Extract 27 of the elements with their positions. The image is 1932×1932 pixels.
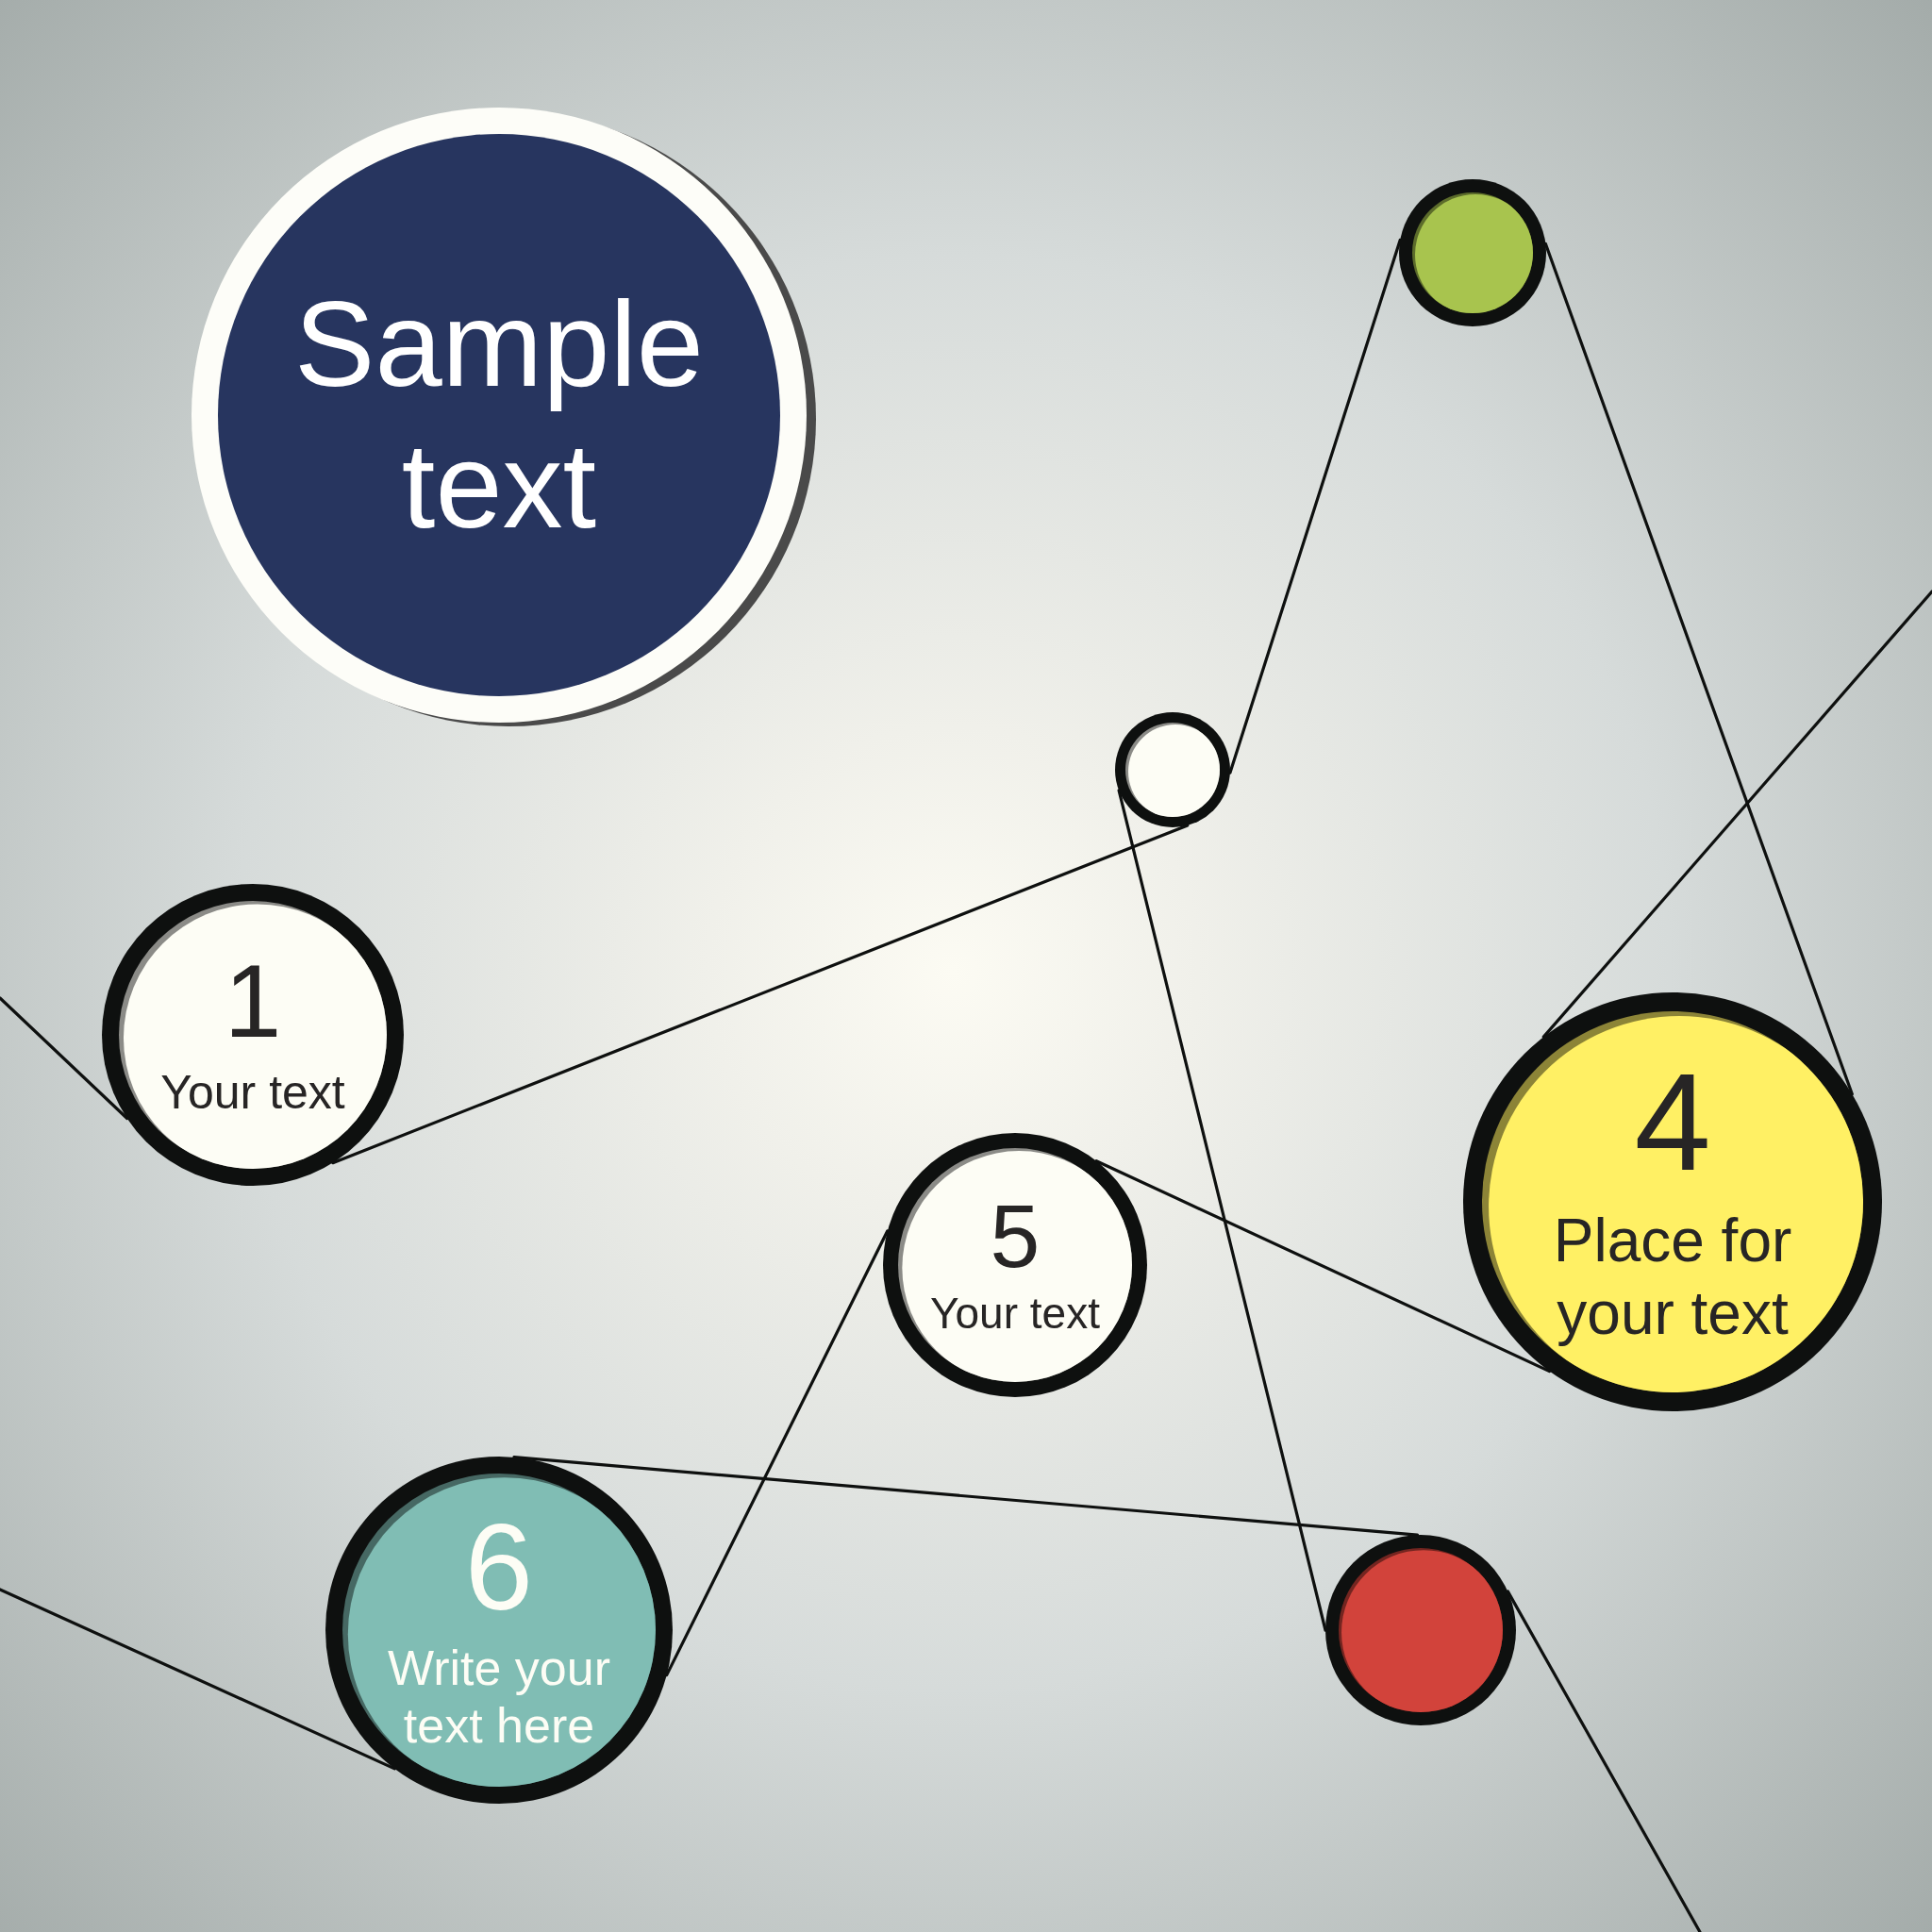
connector-line	[665, 1229, 890, 1677]
connector-line	[512, 1456, 1420, 1537]
circle-node	[1325, 1535, 1516, 1725]
circle-node	[1463, 992, 1882, 1411]
circle-node	[325, 1457, 673, 1804]
step-text: Your text	[930, 1289, 1100, 1339]
step-number: 4	[1634, 1054, 1711, 1192]
step-text: Your text	[160, 1065, 345, 1121]
step-text: Write your text here	[387, 1640, 611, 1755]
step-number: 6	[464, 1506, 534, 1629]
circle-node	[102, 884, 404, 1186]
heading-text: Sample text	[293, 275, 705, 555]
connector-line	[0, 1588, 396, 1771]
step-number: 1	[224, 949, 282, 1053]
connector-line	[1541, 590, 1932, 1039]
circle-node	[1399, 179, 1546, 326]
connector-line	[1228, 238, 1402, 774]
connector-line	[1117, 789, 1327, 1632]
circle-node	[1115, 712, 1230, 827]
circle-node	[883, 1133, 1147, 1397]
step-number: 5	[990, 1191, 1041, 1282]
step-text: Place for your text	[1552, 1206, 1793, 1349]
connector-line	[331, 824, 1190, 1165]
circle-node	[192, 108, 818, 728]
connector-line	[1506, 1590, 1702, 1932]
connector-line	[0, 996, 129, 1121]
connector-line	[1094, 1159, 1552, 1374]
